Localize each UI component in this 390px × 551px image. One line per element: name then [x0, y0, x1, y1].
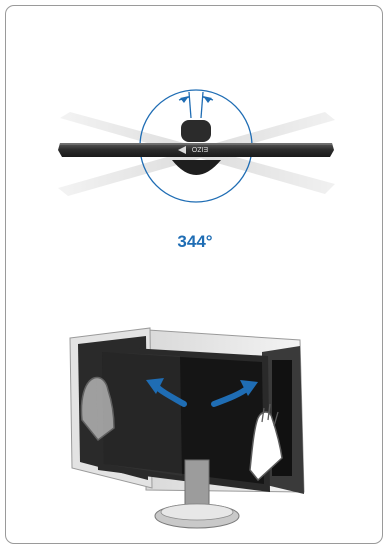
- monitor-front: [96, 346, 270, 492]
